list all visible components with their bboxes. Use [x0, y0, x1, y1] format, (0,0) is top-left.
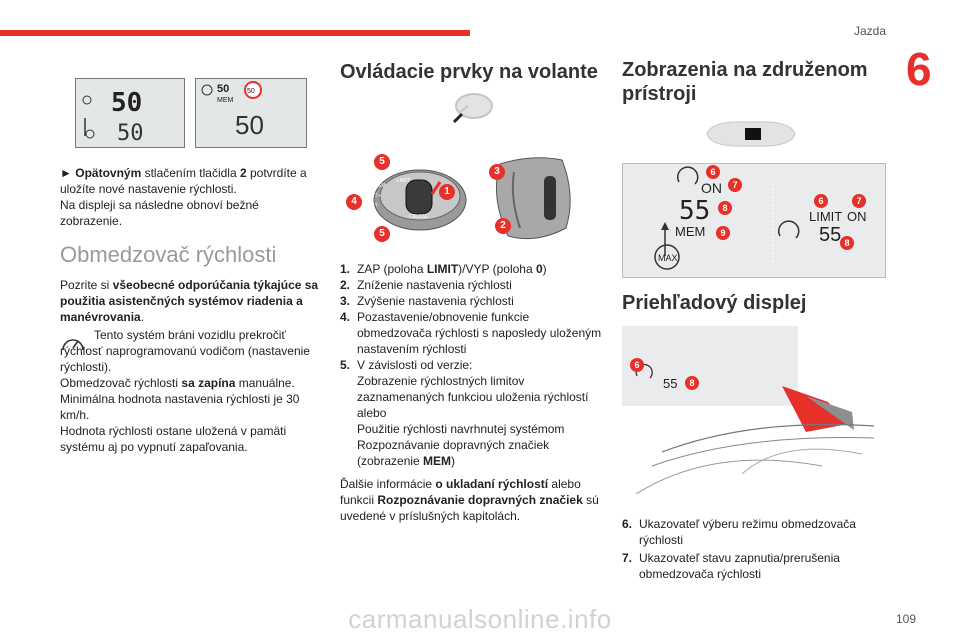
- hud-speed: 55: [663, 376, 678, 391]
- steering-wheel-icon: [450, 92, 494, 126]
- controls-list: 1.ZAP (poloha LIMIT)/VYP (poloha 0) 2.Zn…: [340, 261, 604, 469]
- watermark: carmanualsonline.info: [348, 604, 612, 634]
- controls-title: Ovládacie prvky na volante: [340, 61, 598, 83]
- marker-5-bottom: 5: [374, 226, 390, 242]
- display-right-big-speed: 50: [235, 110, 264, 140]
- cluster-marker-9: 9: [716, 226, 730, 240]
- hud-marker-8: 8: [685, 376, 699, 390]
- header-accent-bar: [0, 30, 470, 36]
- display-left-bottom-value: 50: [117, 121, 144, 146]
- hud-illustration: [622, 326, 884, 495]
- description-paragraph: Tento systém bráni vozidlu prekročiť rýc…: [60, 328, 310, 454]
- marker-3: 3: [489, 164, 505, 180]
- cluster-marker-6: 6: [706, 165, 720, 179]
- cluster-title: Zobrazenia na združenom prístroji: [622, 59, 868, 105]
- more-info-paragraph: Ďalšie informácie o ukladaní rýchlostí a…: [340, 477, 599, 523]
- display-image-left: 50 50: [75, 78, 185, 148]
- display-right-mem: MEM: [217, 97, 234, 104]
- list-item: 7.Ukazovateľ stavu zapnutia/prerušenia o…: [622, 551, 840, 581]
- stalk-illustration: [340, 146, 602, 251]
- stalk-label-set-minus: SET-: [368, 203, 380, 209]
- running-header: Jazda: [853, 24, 886, 38]
- cluster-right-on: ON: [847, 209, 867, 224]
- hud-marker-6: 6: [630, 358, 644, 372]
- stalk-label-mem: MEM: [374, 183, 386, 189]
- display-image-right: 50 MEM 50 50: [195, 78, 307, 148]
- cluster-right-marker-7: 7: [852, 194, 866, 208]
- page-number: 109: [895, 612, 916, 626]
- cluster-marker-7: 7: [728, 178, 742, 192]
- chapter-number: 6: [906, 43, 932, 95]
- stalk-label-limit: LIMIT: [397, 178, 410, 184]
- cluster-marker-8: 8: [718, 201, 732, 215]
- speedometer-icon: [60, 332, 86, 356]
- marker-5-top: 5: [374, 154, 390, 170]
- stalk-label-cruise: CRUISE: [409, 214, 428, 220]
- display-left-top-value: 50: [111, 88, 142, 118]
- cluster-right-marker-8: 8: [840, 236, 854, 250]
- list-item: 5. V závislosti od verzie: Zobrazenie rý…: [340, 358, 589, 468]
- list-item: 4.Pozastavenie/obnovenie funkcie obmedzo…: [340, 310, 602, 356]
- cluster-right-marker-6: 6: [814, 194, 828, 208]
- list-item: 3.Zvýšenie nastavenia rýchlosti: [340, 294, 514, 308]
- hud-title: Priehľadový displej: [622, 292, 807, 314]
- cluster-max: MAX: [658, 253, 678, 263]
- indicator-list: 6.Ukazovateľ výberu režimu obmedzovača r…: [622, 516, 884, 582]
- list-item: 2.Zníženie nastavenia rýchlosti: [340, 278, 512, 292]
- instrument-cluster-icon: [705, 118, 797, 150]
- confirm-paragraph: ► Opätovným stlačením tlačidla 2 potvrdí…: [60, 166, 307, 228]
- cluster-display: ON 55 MEM MAX LIMIT ON 55: [622, 163, 886, 278]
- list-item: 6.Ukazovateľ výberu režimu obmedzovača r…: [622, 517, 856, 547]
- cluster-on-text: ON: [701, 180, 722, 196]
- section-title: Obmedzovač rýchlosti: [60, 242, 277, 267]
- intro-paragraph: Pozrite si všeobecné odporúčania týkajúc…: [60, 278, 319, 324]
- stalk-label-set-plus: SET+: [368, 193, 381, 199]
- display-right-small-speed: 50: [217, 83, 229, 95]
- cluster-limit: LIMIT: [809, 209, 843, 224]
- cluster-speed: 55: [679, 196, 711, 226]
- display-right-limit-sign: 50: [247, 88, 255, 95]
- marker-2: 2: [495, 218, 511, 234]
- cluster-mem: MEM: [675, 224, 706, 239]
- marker-1: 1: [439, 184, 455, 200]
- list-item: 1.ZAP (poloha LIMIT)/VYP (poloha 0): [340, 262, 547, 276]
- cluster-right-speed: 55: [819, 224, 842, 246]
- bullet-icon: ►: [60, 166, 72, 180]
- marker-4: 4: [346, 194, 362, 210]
